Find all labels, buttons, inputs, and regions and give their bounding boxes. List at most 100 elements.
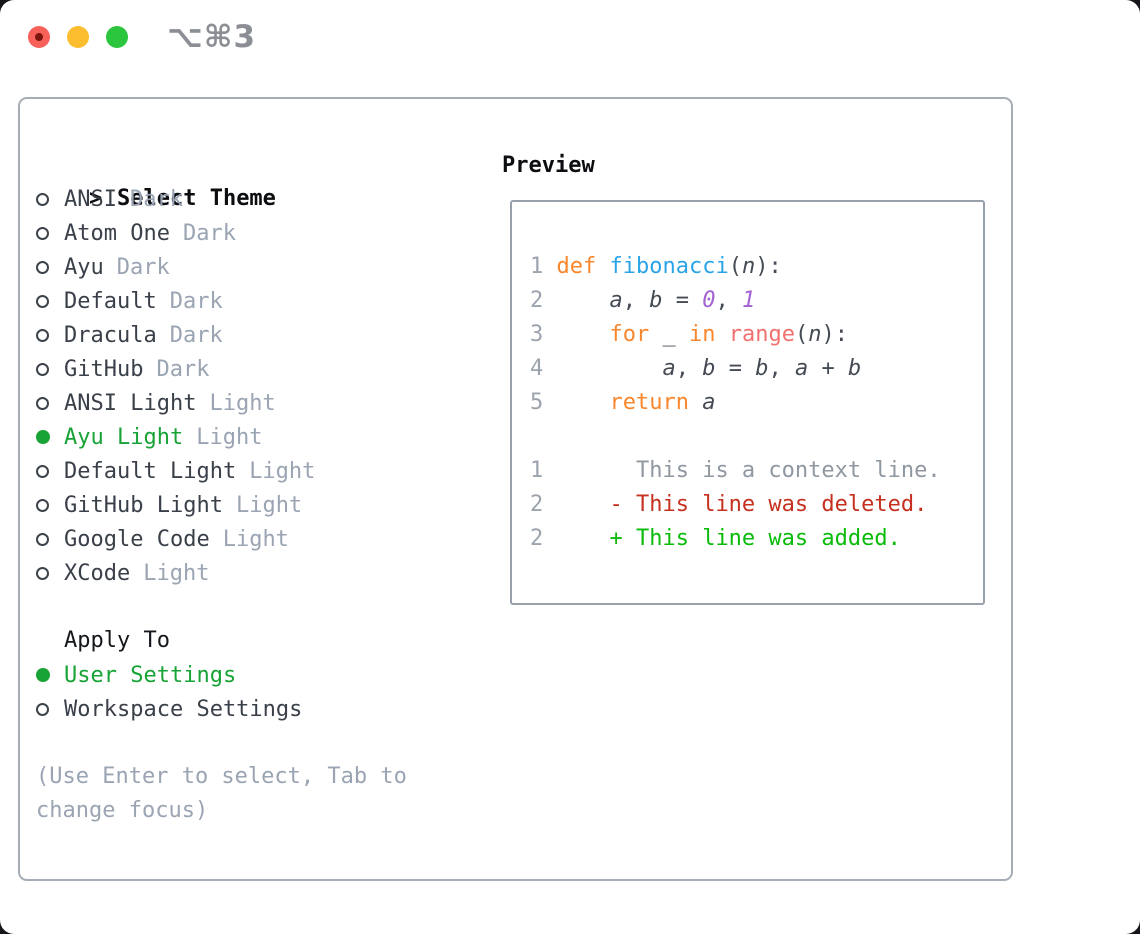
option-label: ANSI Light <box>64 390 197 416</box>
option-label: Ayu <box>64 254 104 280</box>
radio-icon <box>36 566 49 580</box>
option-label: GitHub Light <box>64 492 223 518</box>
theme-option-github-light-light[interactable]: GitHub Light Light <box>36 488 302 522</box>
code-segment: ( <box>728 254 742 279</box>
option-variant-label: Light <box>222 526 289 552</box>
preview-line: 4 a, b = b, a + b <box>530 352 861 386</box>
cursor-indicator: > <box>88 186 103 211</box>
traffic-light-close[interactable] <box>28 26 50 48</box>
theme-option-ansi-dark[interactable]: ANSI Dark <box>36 182 183 216</box>
code-segment: a <box>702 390 716 415</box>
titlebar: ⌥⌘3 <box>0 0 1140 74</box>
option-label: Default <box>64 288 157 314</box>
apply-option-workspace-settings[interactable]: Workspace Settings <box>36 692 302 726</box>
code-segment: b <box>847 356 862 381</box>
code-segment <box>689 390 702 415</box>
code-segment: in <box>688 322 716 347</box>
apply-option-user-settings[interactable]: User Settings <box>36 658 236 692</box>
theme-option-ansi-light-light[interactable]: ANSI Light Light <box>36 386 276 420</box>
line-number: 2 <box>530 288 557 313</box>
code-segment: , <box>768 356 795 381</box>
code-segment: a <box>794 356 809 381</box>
option-variant-label: Dark <box>169 322 223 348</box>
code-segment: _ <box>649 322 689 347</box>
code-segment: fibonacci <box>609 254 729 279</box>
code-segment: = <box>715 356 756 381</box>
option-label: ANSI <box>64 186 117 212</box>
code-segment <box>557 288 610 313</box>
radio-icon <box>36 328 49 342</box>
option-label: Default Light <box>64 458 237 484</box>
radio-icon <box>36 702 49 716</box>
apply-to-header: Apply To <box>64 628 170 653</box>
theme-option-xcode-light[interactable]: XCode Light <box>36 556 209 590</box>
theme-option-dracula-dark[interactable]: Dracula Dark <box>36 318 223 352</box>
radio-icon <box>36 294 49 308</box>
option-variant-label: Light <box>143 560 210 586</box>
traffic-light-zoom[interactable] <box>106 26 128 48</box>
option-variant-label: Dark <box>169 288 223 314</box>
code-segment: This is a context line. <box>556 458 941 483</box>
code-segment: , <box>715 288 742 313</box>
code-segment: n <box>808 322 822 347</box>
preview-header: Preview <box>502 153 595 178</box>
theme-option-google-code-light[interactable]: Google Code Light <box>36 522 289 556</box>
preview-line: 2 - This line was deleted. <box>530 488 927 522</box>
theme-option-default-light-light[interactable]: Default Light Light <box>36 454 315 488</box>
preview-line: 1 def fibonacci(n): <box>530 250 782 284</box>
radio-icon <box>36 192 49 206</box>
option-variant-label: Dark <box>116 254 170 280</box>
code-segment <box>596 254 609 279</box>
option-label: Ayu Light <box>64 424 184 450</box>
code-segment: a <box>662 356 676 381</box>
code-segment <box>715 322 728 347</box>
option-label: User Settings <box>64 662 237 688</box>
code-segment: = <box>662 288 703 313</box>
theme-option-default-dark[interactable]: Default Dark <box>36 284 223 318</box>
line-number: 5 <box>530 390 557 415</box>
code-segment: ): <box>755 254 782 279</box>
code-segment: - This line was deleted. <box>556 492 928 517</box>
option-label: XCode <box>64 560 131 586</box>
radio-icon <box>36 226 49 240</box>
code-segment <box>557 390 610 415</box>
select-theme-header: > Select Theme <box>36 148 276 211</box>
radio-icon <box>36 464 49 478</box>
option-label: Google Code <box>64 526 210 552</box>
code-segment: a <box>609 288 623 313</box>
option-label: Workspace Settings <box>64 696 303 722</box>
option-label: GitHub <box>64 356 144 382</box>
code-segment: ( <box>794 322 809 347</box>
radio-icon <box>36 396 49 410</box>
preview-line: 3 for _ in range(n): <box>530 318 848 352</box>
code-segment: ): <box>821 322 848 347</box>
code-segment: , <box>622 288 650 313</box>
option-variant-label: Dark <box>129 186 183 212</box>
option-variant-label: Light <box>249 458 316 484</box>
radio-icon <box>36 498 49 512</box>
radio-icon <box>36 532 49 546</box>
code-segment: + <box>808 356 848 381</box>
select-theme-title: Select Theme <box>116 186 276 211</box>
theme-option-ayu-dark[interactable]: Ayu Dark <box>36 250 170 284</box>
close-dot-icon <box>35 33 43 41</box>
code-segment <box>557 322 610 347</box>
option-variant-label: Light <box>235 492 303 518</box>
option-variant-label: Light <box>209 390 276 416</box>
code-segment <box>557 356 663 381</box>
help-text: (Use Enter to select, Tab to change focu… <box>36 764 407 823</box>
line-number: 4 <box>530 356 557 381</box>
radio-icon <box>36 260 49 274</box>
code-segment: n <box>741 254 756 279</box>
option-label: Dracula <box>64 322 157 348</box>
radio-selected-icon <box>36 430 50 444</box>
traffic-light-minimize[interactable] <box>67 26 89 48</box>
preview-line: 2 + This line was added. <box>530 522 901 556</box>
code-segment: , <box>675 356 703 381</box>
line-number: 2 <box>530 492 557 517</box>
